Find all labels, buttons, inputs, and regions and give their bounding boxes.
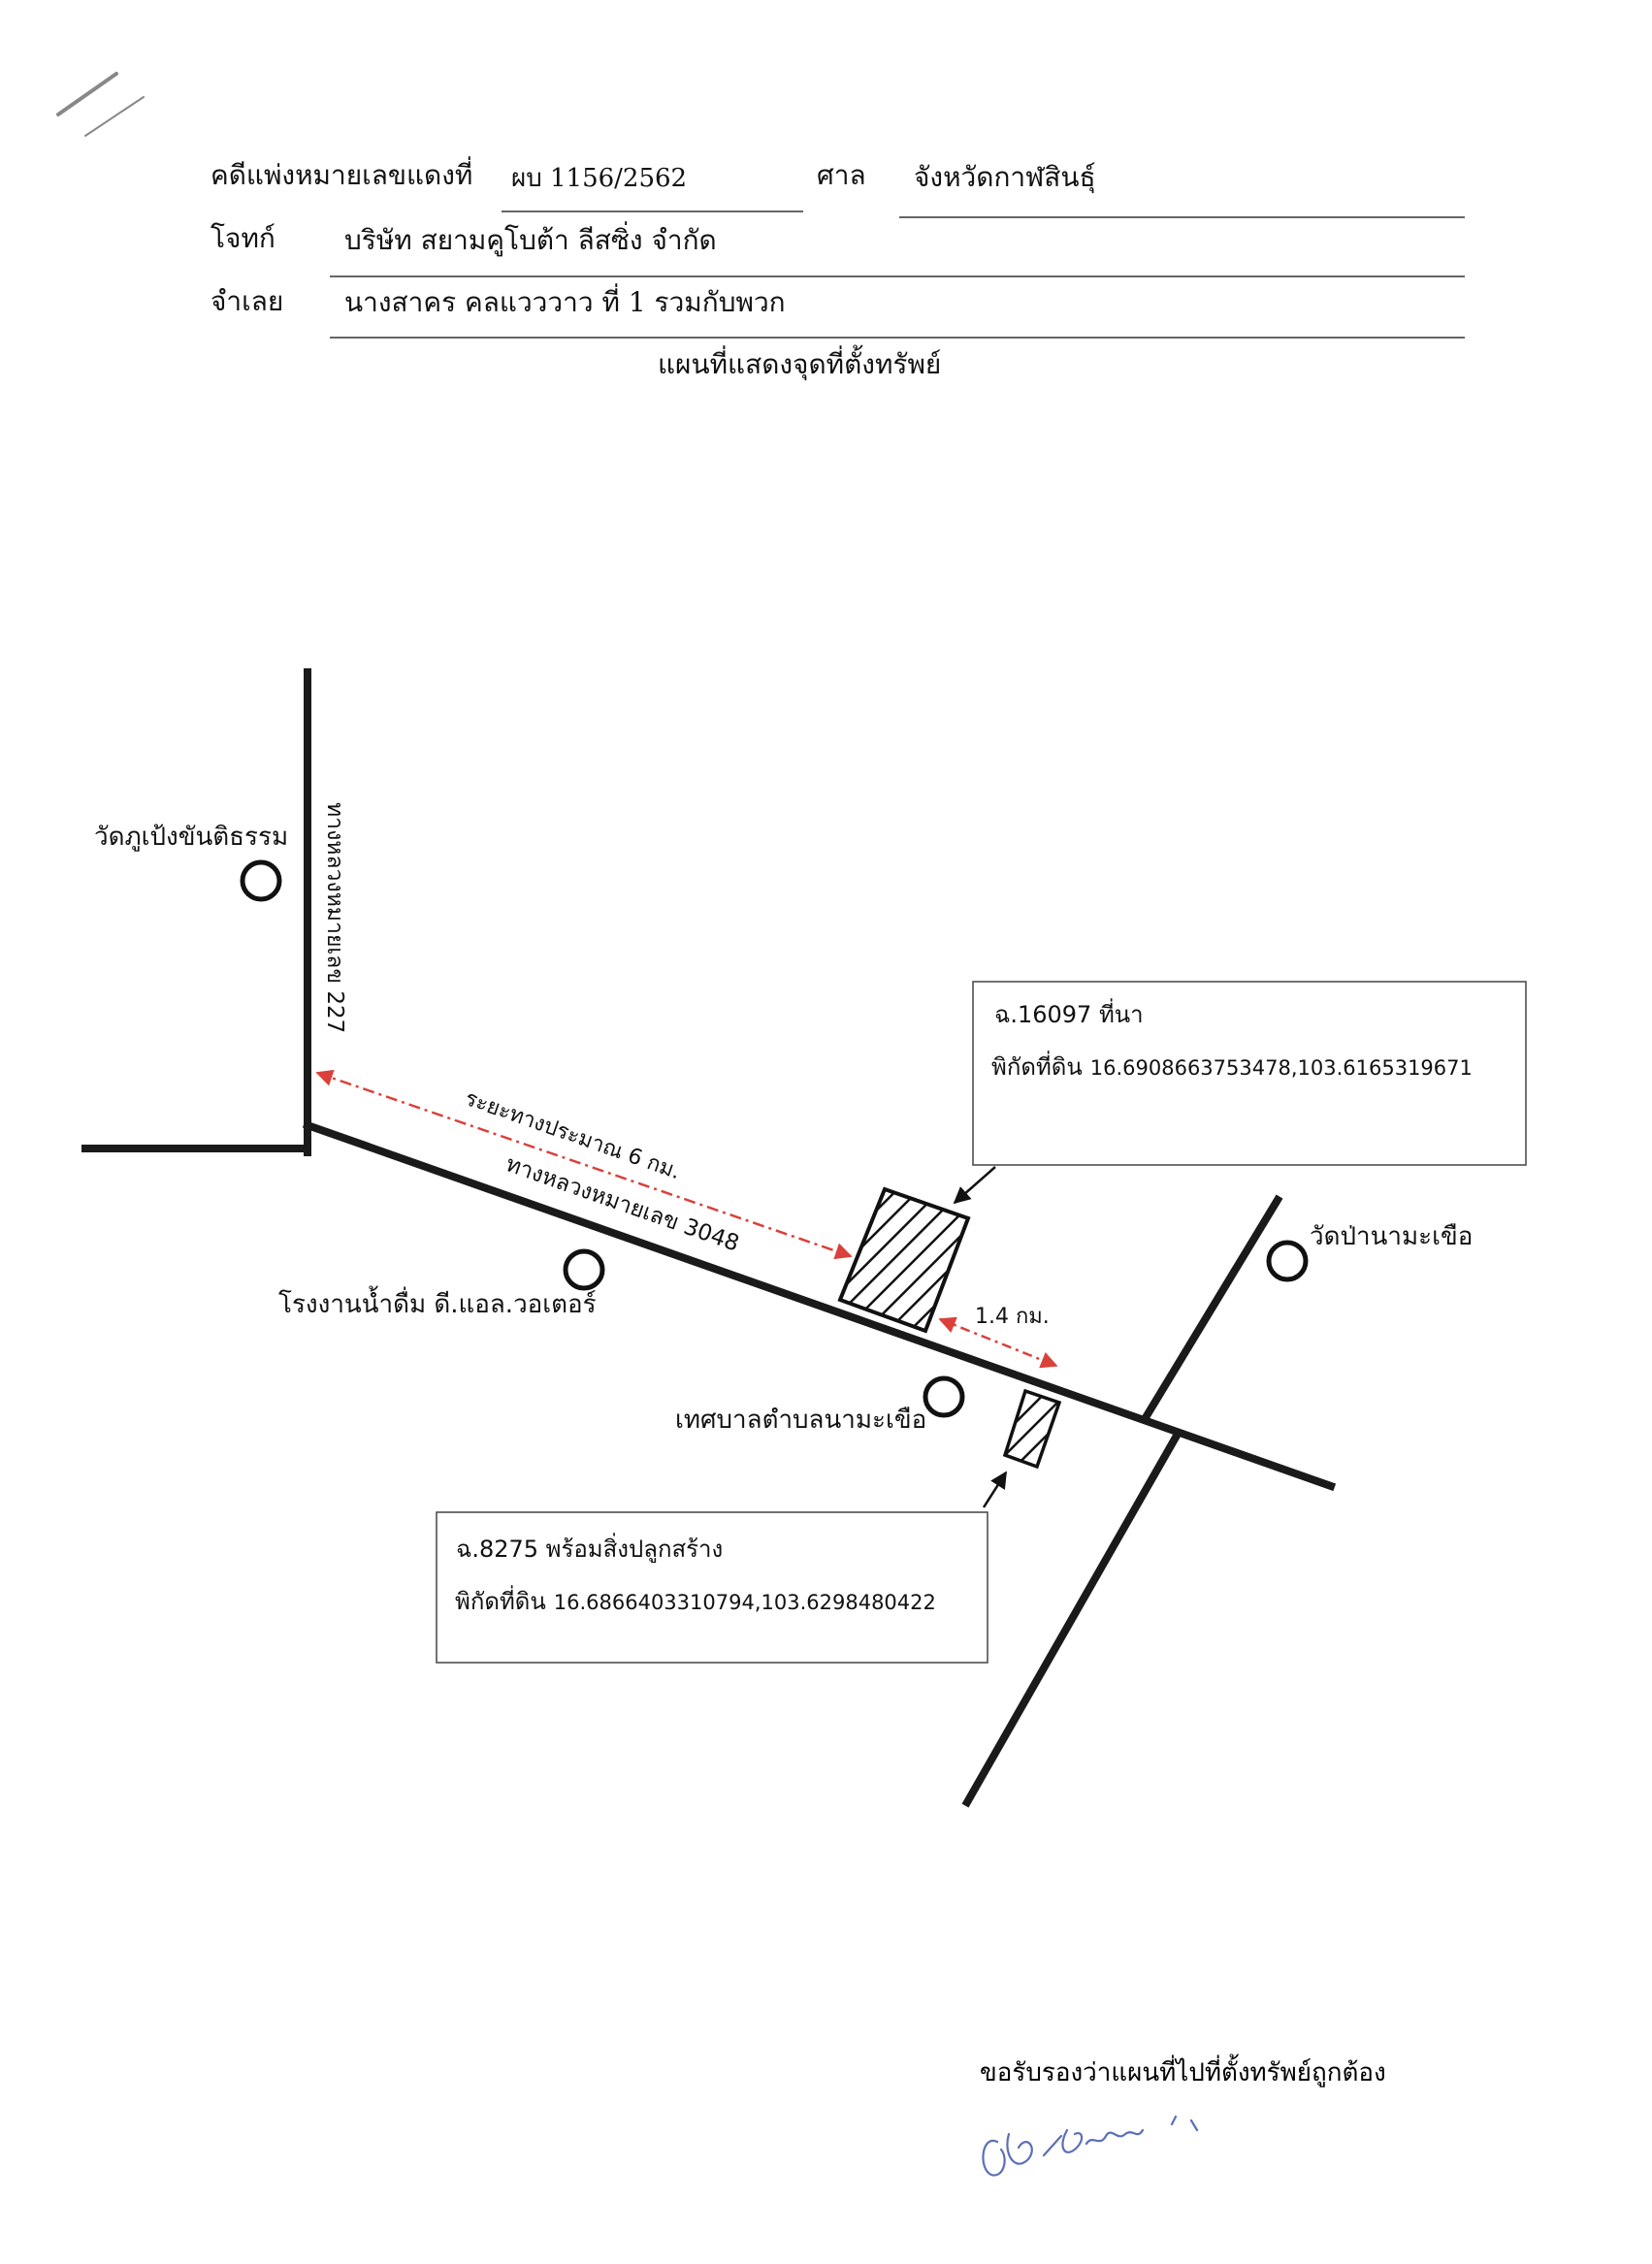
plaintiff-name: บริษัท สยามคูโบต้า ลีสซิ่ง จำกัด <box>344 221 717 257</box>
map-title: แผนที่แสดงจุดที่ตั้งทรัพย์ <box>658 344 941 381</box>
certification-text: ขอรับรองว่าแผนที่ไปที่ตั้งทรัพย์ถูกต้อง <box>980 2054 1386 2087</box>
signature <box>982 2115 1199 2177</box>
highway-227-label: ทางหลวงหมายเลข 227 <box>322 802 347 1033</box>
road-cross-south <box>961 1430 1182 1808</box>
plot-1-coord-line: พิกัดที่ดิน 16.6908663753478,103.61653196… <box>991 1051 1473 1081</box>
temple-2-label: วัดป่านามะเขือ <box>1310 1222 1473 1251</box>
court-label: ศาล <box>817 159 866 191</box>
plot-2-parcel <box>1002 1388 1062 1470</box>
plot-1: ฉ.16097 ที่นา พิกัดที่ดิน 16.690866375347… <box>837 981 1527 1334</box>
plot-2-coord-label: พิกัดที่ดิน <box>455 1585 546 1615</box>
plot-2-info-box <box>436 1511 988 1664</box>
plot-2-pointer <box>982 1471 1008 1508</box>
landmarks: วัดภูเป้งขันติธรรม โรงงานน้ำดื่ม ดี.แอล.… <box>94 823 1473 1435</box>
document-header: คดีแพ่งหมายเลขแดงที่ ผบ 1156/2562 ศาล จั… <box>211 156 1465 381</box>
paperclip-mark <box>56 72 145 137</box>
plot-1-coordinates: 16.6908663753478,103.6165319671 <box>1090 1056 1473 1080</box>
plot-1-coord-label: พิกัดที่ดิน <box>991 1051 1083 1081</box>
factory-marker <box>563 1248 605 1291</box>
court-name: จังหวัดกาฬสินธุ์ <box>914 161 1096 194</box>
temple-2-marker <box>1266 1240 1309 1282</box>
road-cross-north <box>1139 1194 1283 1425</box>
distance-arrow-6km <box>315 1069 853 1260</box>
case-number-label: คดีแพ่งหมายเลขแดงที่ <box>211 156 472 191</box>
defendant-label: จำเลย <box>211 285 283 317</box>
plot-2-title: ฉ.8275 พร้อมสิ่งปลูกสร้าง <box>456 1533 723 1564</box>
distance-arrow-1-4km <box>938 1316 1058 1369</box>
defendant-name: นางสาคร คลแวววาว ที่ 1 รวมกับพวก <box>344 283 786 318</box>
plaintiff-label: โจทก์ <box>211 222 275 254</box>
plot-2-coord-line: พิกัดที่ดิน 16.6866403310794,103.62984804… <box>455 1585 936 1615</box>
municipality-marker <box>923 1375 965 1418</box>
distance-6km-label: ระยะทางประมาณ 6 กม. <box>462 1086 684 1184</box>
municipality-label: เทศบาลตำบลนามะเขือ <box>675 1406 926 1435</box>
distance-1-4km-label: 1.4 กม. <box>975 1305 1050 1329</box>
plot-2: ฉ.8275 พร้อมสิ่งปลูกสร้าง พิกัดที่ดิน 16.… <box>436 1388 1062 1664</box>
plot-1-title: ฉ.16097 ที่นา <box>994 998 1144 1028</box>
temple-1-marker <box>240 859 282 902</box>
plot-1-pointer <box>953 1166 996 1205</box>
plot-2-coordinates: 16.6866403310794,103.6298480422 <box>554 1591 936 1614</box>
case-number-value: ผบ 1156/2562 <box>511 164 687 193</box>
plot-1-parcel <box>837 1186 971 1334</box>
plot-1-info-box <box>972 981 1527 1166</box>
factory-label: โรงงานน้ำดื่ม ดี.แอล.วอเตอร์ <box>278 1285 597 1319</box>
temple-1-label: วัดภูเป้งขันติธรรม <box>94 823 288 852</box>
